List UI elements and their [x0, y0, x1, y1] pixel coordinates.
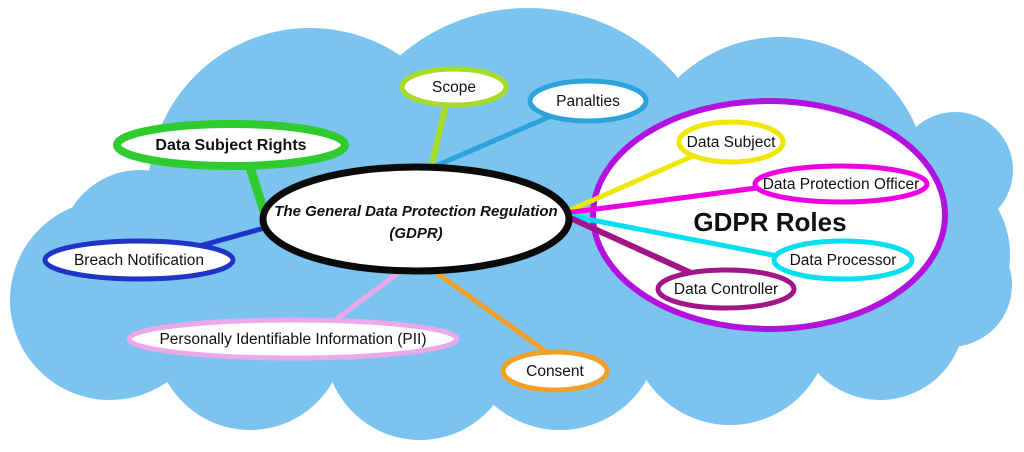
consent-label: Consent [526, 363, 584, 380]
data-controller-label: Data Controller [674, 281, 778, 298]
edge-data-protection-officer [563, 183, 775, 216]
node-data-processor [771, 238, 915, 282]
edge-scope [427, 97, 450, 175]
edges [182, 97, 791, 359]
edge-penalties [421, 107, 568, 174]
nodes [42, 66, 649, 393]
data-processor-label: Data Processor [790, 252, 897, 269]
central-node-label-line2: (GDPR) [389, 225, 442, 242]
edge-data-processor [563, 212, 791, 261]
labels: The General Data Protection Regulation (… [74, 79, 919, 380]
central-node [259, 163, 573, 275]
scope-label: Scope [432, 79, 476, 96]
data-subject-label: Data Subject [687, 134, 776, 151]
roles-group-title: GDPR Roles [693, 207, 846, 237]
data-protection-officer-label: Data Protection Officer [763, 176, 920, 193]
edge-pii [327, 264, 409, 327]
edge-data-controller [563, 213, 703, 280]
edge-consent [427, 265, 555, 359]
node-data-controller [655, 267, 797, 311]
node-data-protection-officer [752, 163, 930, 205]
central-node-label-line1: The General Data Protection Regulation [274, 203, 557, 220]
node-pii [126, 317, 460, 361]
node-consent [500, 349, 610, 393]
role-nodes [655, 119, 930, 311]
breach-notification-label: Breach Notification [74, 252, 204, 269]
pii-label: Personally Identifiable Information (PII… [159, 331, 426, 348]
penalties-label: Panalties [556, 93, 620, 110]
node-data-subject-rights [113, 120, 349, 170]
node-penalties [527, 78, 649, 124]
data-subject-rights-label: Data Subject Rights [155, 137, 306, 154]
node-scope [399, 66, 509, 108]
node-data-subject [676, 119, 786, 165]
node-breach-notification [42, 238, 236, 282]
edge-data-subject [563, 149, 705, 215]
